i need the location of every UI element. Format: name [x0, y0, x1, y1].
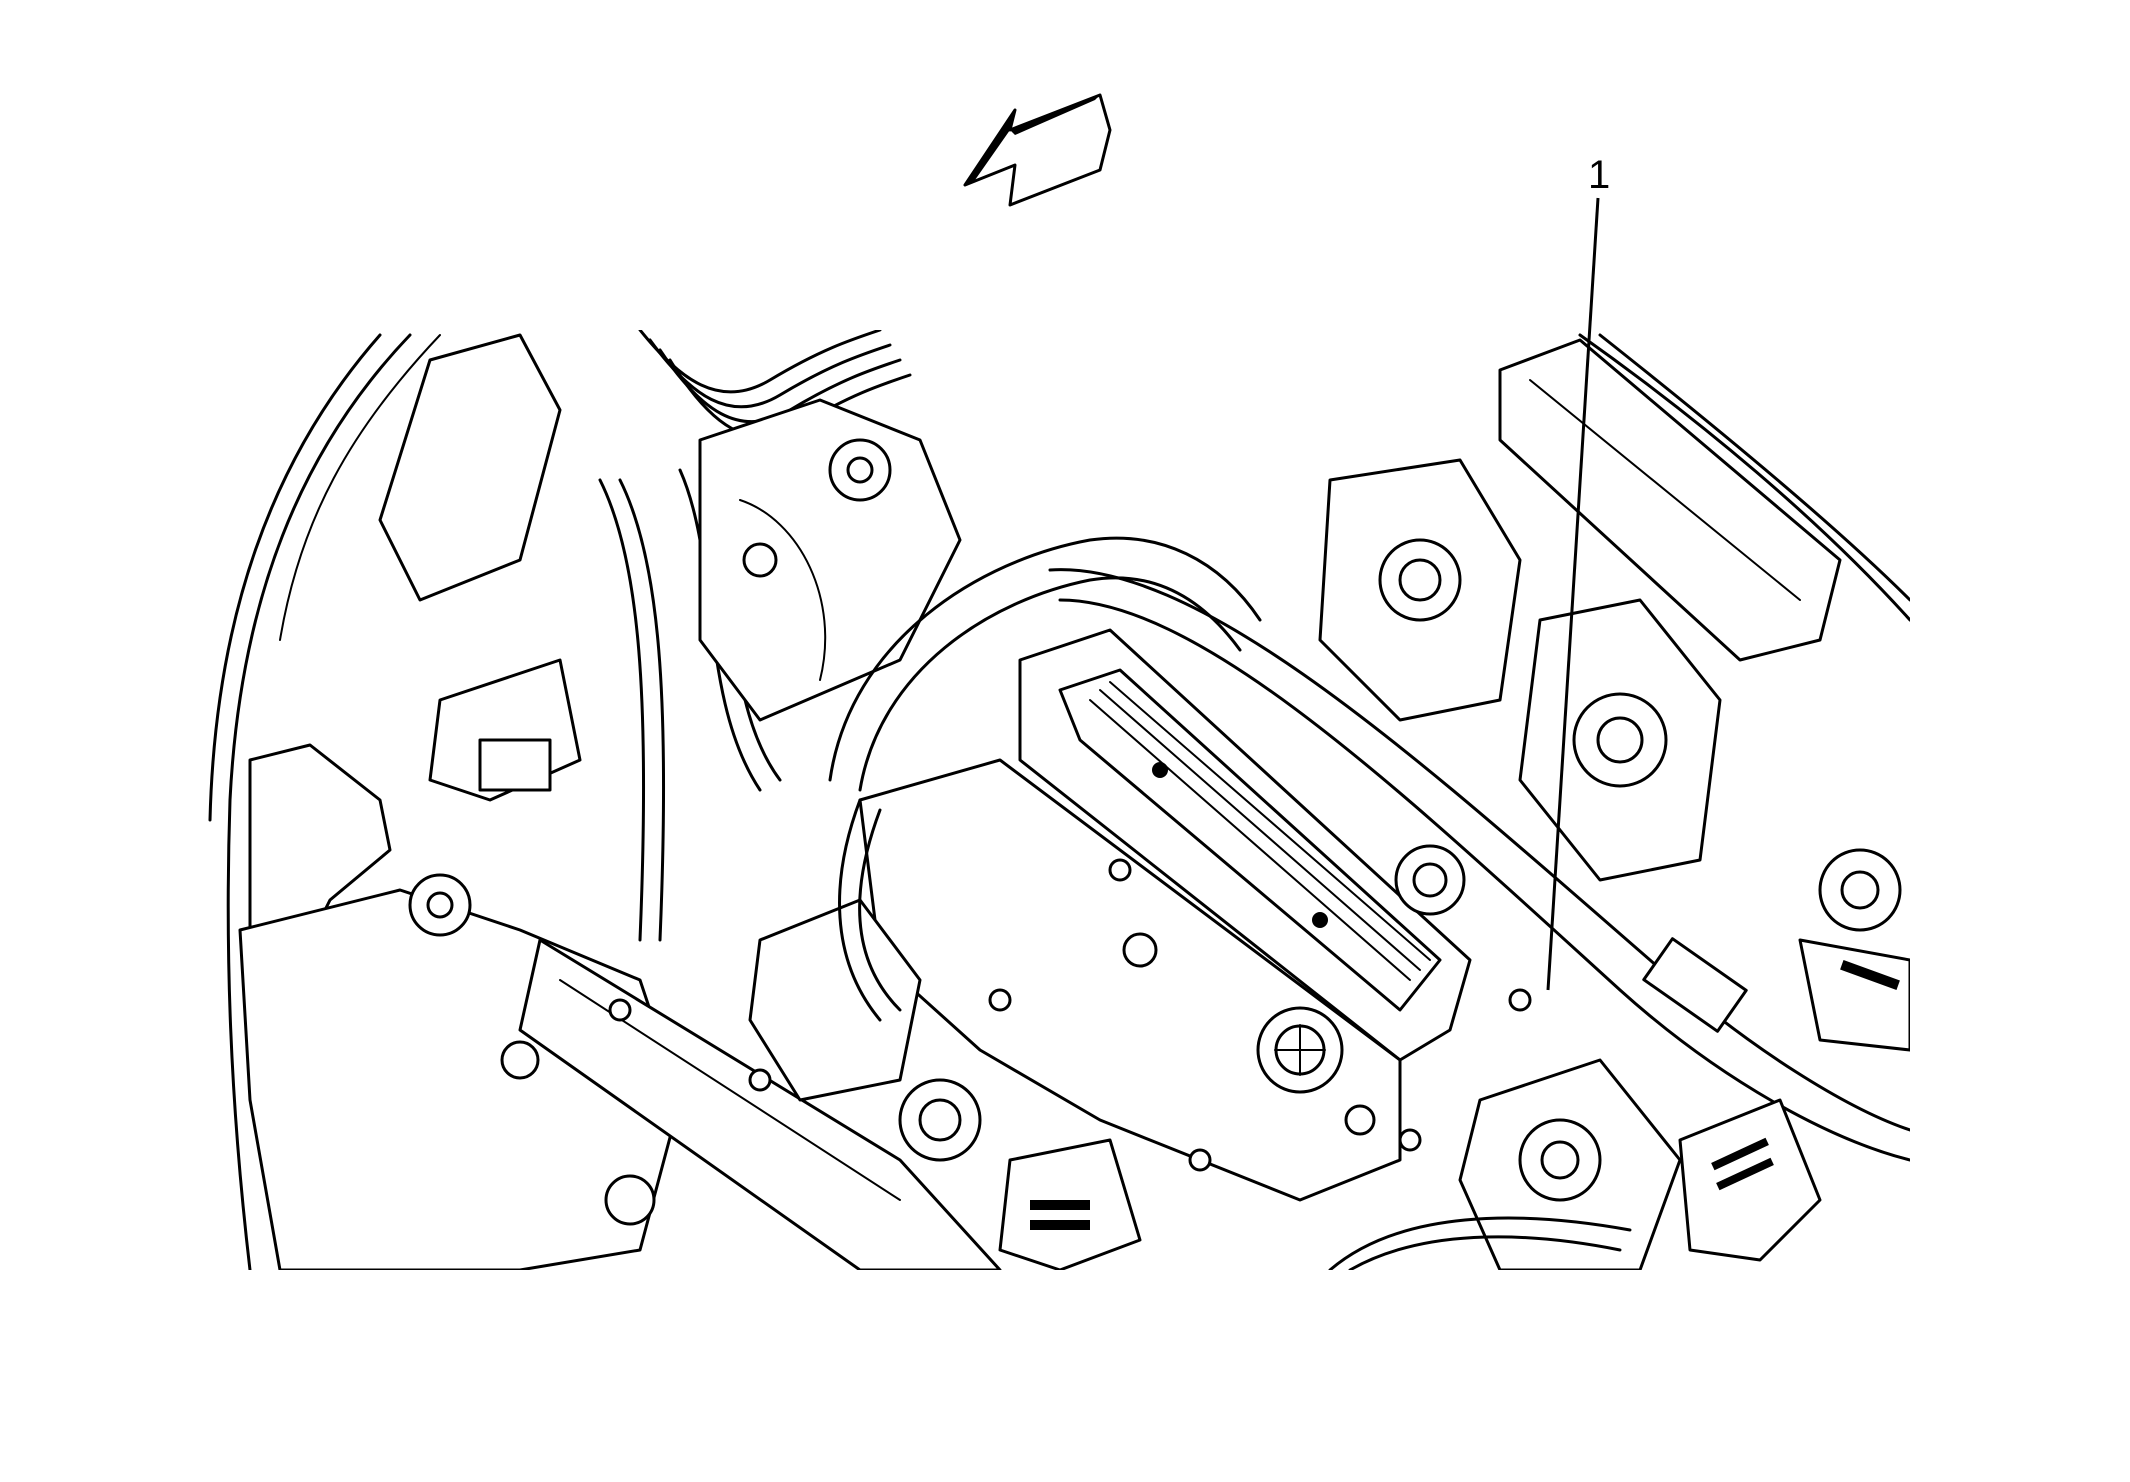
- forward-arrow-icon: [963, 93, 1112, 207]
- callout-1-label: 1: [1588, 153, 1610, 197]
- callout-1: 1: [1546, 153, 1610, 991]
- engine-bay-illustration: [208, 330, 1910, 1270]
